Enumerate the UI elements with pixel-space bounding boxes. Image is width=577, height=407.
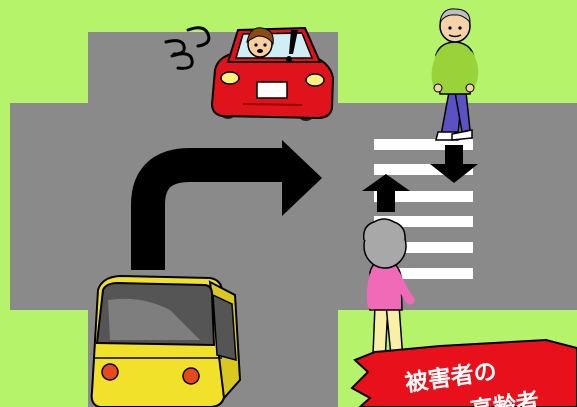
yellow-van: [92, 276, 240, 407]
horizontal-road: [10, 103, 577, 310]
driver: [247, 28, 273, 57]
victim-banner: 被害者の 高齢者: [352, 340, 577, 407]
